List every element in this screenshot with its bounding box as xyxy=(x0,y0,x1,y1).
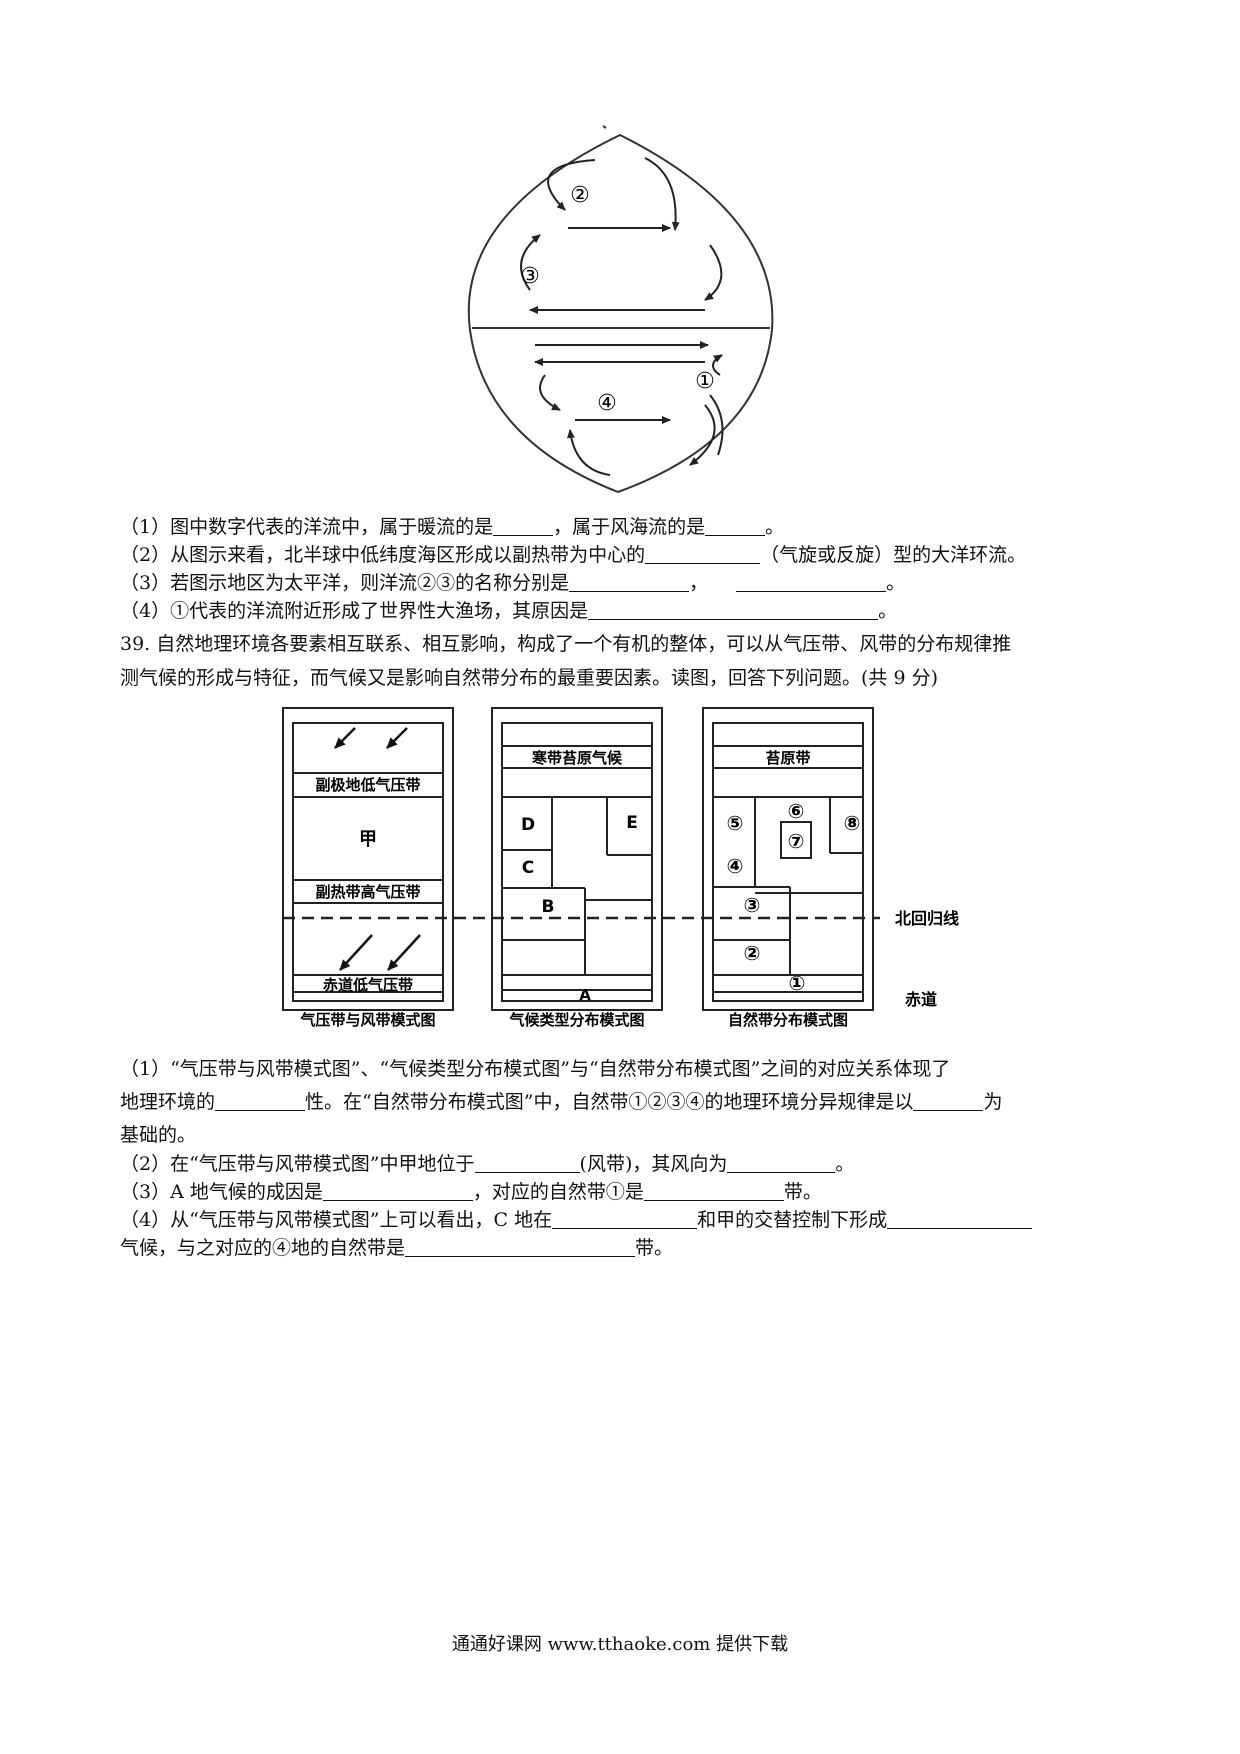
answer-blank[interactable] xyxy=(405,1236,636,1257)
tropic-label: 北回归线 xyxy=(895,909,959,928)
current-label-4: ④ xyxy=(597,391,617,416)
answer-blank[interactable] xyxy=(322,1180,473,1201)
q39-intro-1: 39. 自然地理环境各要素相互联系、相互影响，构成了一个有机的整体，可以从气压带… xyxy=(120,633,1012,655)
panel2-frame xyxy=(491,707,663,1011)
answer-blank[interactable] xyxy=(643,1180,784,1201)
model-diagrams: 副极地低气压带 甲 副热带高气压带 赤道低气压带 寒带苔原气候 D E C B … xyxy=(282,707,959,1029)
q38-2: （2）从图示来看，北半球中低纬度海区形成以副热带为中心的（气旋或反旋）型的大洋环… xyxy=(120,543,1027,566)
climate-c: C xyxy=(522,858,534,878)
q38-1: （1）图中数字代表的洋流中，属于暖流的是，属于风海流的是。 xyxy=(120,515,785,538)
answer-blank[interactable] xyxy=(887,1208,1033,1229)
answer-blank[interactable] xyxy=(215,1090,306,1111)
zone-6: ⑥ xyxy=(788,799,805,823)
panel3-frame xyxy=(702,707,874,1011)
q39-1-line2: 地理环境的性。在“自然带分布模式图”中，自然带①②③④的地理环境分异规律是以为 xyxy=(120,1090,1003,1113)
q38-3: （3）若图示地区为太平洋，则洋流②③的名称分别是，。 xyxy=(120,571,906,594)
answer-blank[interactable] xyxy=(493,515,554,536)
answer-blank[interactable] xyxy=(645,543,761,564)
zone-2: ② xyxy=(744,941,761,965)
caption-panel3: 自然带分布模式图 xyxy=(728,1011,848,1029)
answer-blank[interactable] xyxy=(705,515,766,536)
zone-3: ③ xyxy=(744,893,761,917)
q39-3: （3）A 地气候的成因是，对应的自然带①是带。 xyxy=(120,1180,822,1203)
caption-panel2: 气候类型分布模式图 xyxy=(508,1011,644,1029)
climate-e: E xyxy=(626,813,638,833)
panel1-frame xyxy=(282,707,454,1011)
zone-8: ⑧ xyxy=(844,811,861,835)
answer-blank[interactable] xyxy=(569,571,690,592)
zone-1: ① xyxy=(789,971,806,995)
belt-equatorial-low: 赤道低气压带 xyxy=(323,976,413,994)
equator-label: 赤道 xyxy=(905,990,937,1009)
q38-4: （4）①代表的洋流附近形成了世界性大渔场，其原因是。 xyxy=(120,599,898,622)
answer-blank[interactable] xyxy=(736,571,887,592)
q39-4-line1: （4）从“气压带与风带模式图”上可以看出，C 地在和甲的交替控制下形成 xyxy=(120,1206,1033,1234)
zone-7: ⑦ xyxy=(788,829,805,853)
caption-panel1: 气压带与风带模式图 xyxy=(299,1011,435,1029)
climate-b: B xyxy=(542,897,555,917)
zone-4: ④ xyxy=(727,854,744,878)
zone-tundra: 苔原带 xyxy=(765,749,810,767)
answer-blank[interactable] xyxy=(727,1152,836,1173)
climate-d: D xyxy=(521,815,535,835)
belt-subtropical-high: 副热带高气压带 xyxy=(315,883,420,901)
zone-jia: 甲 xyxy=(359,829,377,850)
answer-blank[interactable] xyxy=(552,1208,698,1229)
climate-a: A xyxy=(579,986,591,1004)
belt-subpolar-low: 副极地低气压带 xyxy=(315,776,420,794)
ocean-outline xyxy=(467,133,774,494)
current-label-3: ③ xyxy=(520,264,540,289)
footer: 通通好课网 www.tthaoke.com 提供下载 xyxy=(451,1634,789,1655)
q39-2: （2）在“气压带与风带模式图”中甲地位于(风带)，其风向为。 xyxy=(120,1152,855,1175)
q39-1-line3: 基础的。 xyxy=(120,1124,197,1146)
q39-4-line2: 气候，与之对应的④地的自然带是带。 xyxy=(120,1236,674,1259)
answer-blank[interactable] xyxy=(474,1152,580,1173)
answer-blank[interactable] xyxy=(913,1090,984,1111)
ocean-current-diagram: ② ③ ① ④ xyxy=(467,125,774,494)
answer-blank[interactable] xyxy=(588,599,879,620)
q39-1-line1: （1）“气压带与风带模式图”、“气候类型分布模式图”与“自然带分布模式图”之间的… xyxy=(120,1058,951,1080)
q39-intro-2: 测气候的形成与特征，而气候又是影响自然带分布的最重要因素。读图，回答下列问题。(… xyxy=(120,667,938,689)
climate-tundra: 寒带苔原气候 xyxy=(532,749,623,767)
current-label-1: ① xyxy=(695,369,715,394)
current-label-2: ② xyxy=(570,183,590,208)
zone-5: ⑤ xyxy=(727,811,744,835)
